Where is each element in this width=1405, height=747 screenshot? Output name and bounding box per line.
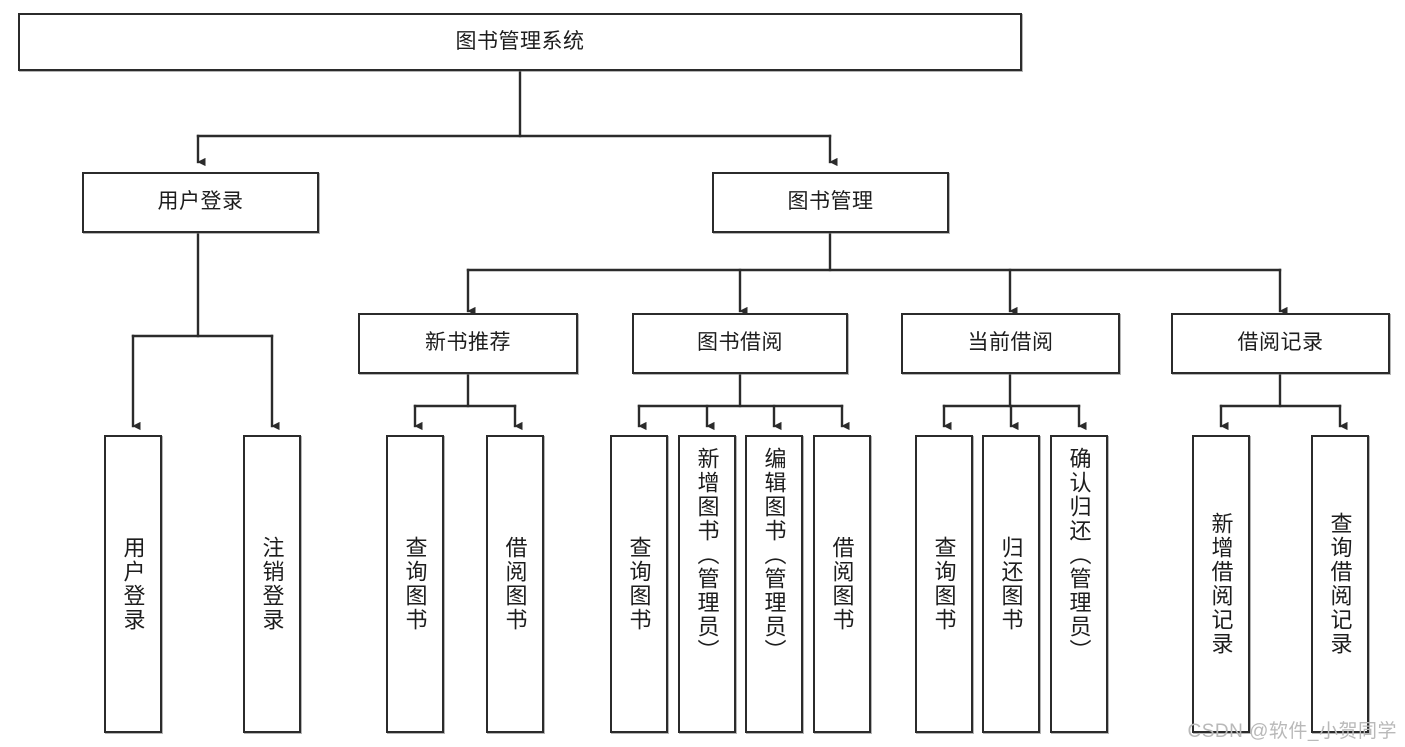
node-borrow-record-label: 借阅记录 bbox=[1237, 331, 1324, 355]
node-root-label: 图书管理系统 bbox=[455, 29, 585, 53]
node-leaf-edit-book[interactable]: 编辑图书（管理员） bbox=[745, 435, 803, 733]
node-current-borrow-label: 当前借阅 bbox=[967, 331, 1054, 355]
node-borrow-record[interactable]: 借阅记录 bbox=[1171, 313, 1390, 374]
node-leaf-return-book-label: 归还图书 bbox=[998, 536, 1024, 632]
node-root[interactable]: 图书管理系统 bbox=[18, 13, 1022, 71]
node-book-manage[interactable]: 图书管理 bbox=[712, 172, 949, 233]
node-current-borrow[interactable]: 当前借阅 bbox=[901, 313, 1120, 374]
node-leaf-user-login[interactable]: 用户登录 bbox=[104, 435, 162, 733]
node-book-borrow[interactable]: 图书借阅 bbox=[632, 313, 848, 374]
node-leaf-borrow-book-1[interactable]: 借阅图书 bbox=[486, 435, 544, 733]
node-leaf-query-book-3-label: 查询图书 bbox=[931, 536, 957, 632]
node-user-login[interactable]: 用户登录 bbox=[82, 172, 319, 233]
node-leaf-edit-book-label: 编辑图书（管理员） bbox=[761, 447, 787, 663]
node-leaf-confirm-return-label: 确认归还（管理员） bbox=[1066, 447, 1092, 663]
node-leaf-add-book-label: 新增图书（管理员） bbox=[694, 447, 720, 663]
node-leaf-confirm-return[interactable]: 确认归还（管理员） bbox=[1050, 435, 1108, 733]
node-book-borrow-label: 图书借阅 bbox=[697, 331, 783, 355]
node-user-login-label: 用户登录 bbox=[157, 190, 244, 214]
node-leaf-add-record-label: 新增借阅记录 bbox=[1208, 512, 1234, 656]
node-leaf-query-book-1[interactable]: 查询图书 bbox=[386, 435, 444, 733]
node-leaf-query-record[interactable]: 查询借阅记录 bbox=[1311, 435, 1369, 733]
node-leaf-query-book-2[interactable]: 查询图书 bbox=[610, 435, 668, 733]
node-new-book-recommend[interactable]: 新书推荐 bbox=[358, 313, 578, 374]
node-leaf-user-logout[interactable]: 注销登录 bbox=[243, 435, 301, 733]
node-leaf-borrow-book-2[interactable]: 借阅图书 bbox=[813, 435, 871, 733]
node-new-book-recommend-label: 新书推荐 bbox=[425, 331, 511, 355]
node-leaf-add-book[interactable]: 新增图书（管理员） bbox=[678, 435, 736, 733]
node-leaf-query-record-label: 查询借阅记录 bbox=[1327, 512, 1353, 656]
watermark-text: CSDN @软件_小贺同学 bbox=[1187, 721, 1397, 742]
node-leaf-query-book-1-label: 查询图书 bbox=[402, 536, 428, 632]
node-book-manage-label: 图书管理 bbox=[787, 190, 874, 214]
node-leaf-add-record[interactable]: 新增借阅记录 bbox=[1192, 435, 1250, 733]
node-leaf-return-book[interactable]: 归还图书 bbox=[982, 435, 1040, 733]
node-leaf-borrow-book-2-label: 借阅图书 bbox=[829, 536, 855, 632]
node-leaf-borrow-book-1-label: 借阅图书 bbox=[502, 536, 528, 632]
node-leaf-user-logout-label: 注销登录 bbox=[259, 536, 285, 632]
node-leaf-query-book-2-label: 查询图书 bbox=[626, 536, 652, 632]
node-leaf-query-book-3[interactable]: 查询图书 bbox=[915, 435, 973, 733]
node-leaf-user-login-label: 用户登录 bbox=[120, 536, 146, 632]
